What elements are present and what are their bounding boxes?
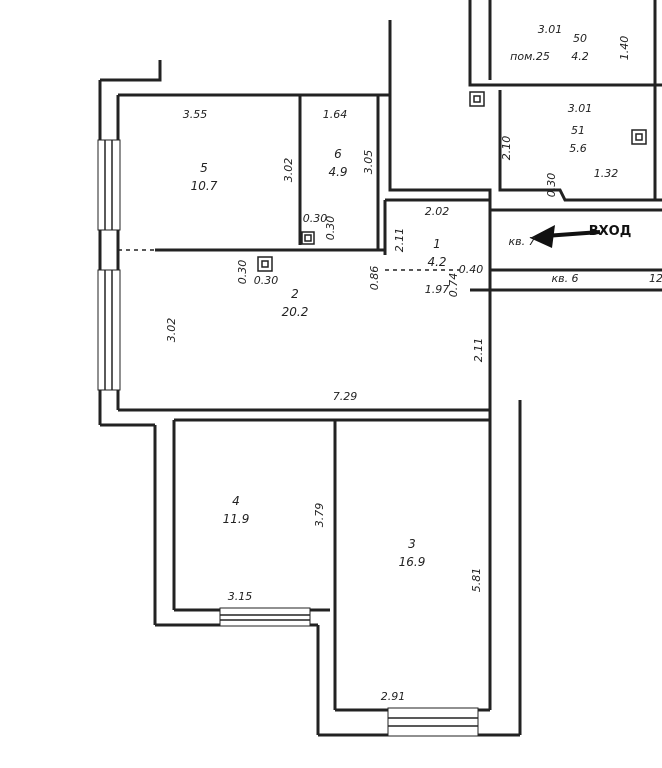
- dim-r51-height: 2.10: [500, 136, 513, 161]
- room-5-number: 5: [200, 161, 208, 175]
- dim-r1-height: 2.11: [393, 228, 406, 253]
- dim-r5-width: 3.55: [183, 108, 208, 121]
- dim-040: 0.40: [459, 263, 484, 276]
- room-4-number: 4: [232, 494, 240, 508]
- room-50-number: 50: [573, 32, 587, 45]
- dim-030-a: 0.30: [236, 260, 249, 285]
- dim-030-c: 0.30: [303, 212, 328, 225]
- room-1-area: 4.2: [427, 255, 446, 269]
- dim-r3-width: 2.91: [381, 690, 406, 703]
- apartment-6-label: кв. 6: [551, 272, 578, 285]
- dim-r2-right: 2.11: [472, 338, 485, 363]
- entrance-label: ВХОД: [589, 224, 632, 239]
- dim-r1-bottom: 1.97: [425, 283, 450, 296]
- dim-r51-width: 3.01: [568, 102, 593, 115]
- room-2-number: 2: [291, 287, 299, 301]
- room-1-number: 1: [433, 237, 441, 251]
- dim-r6-width: 1.64: [323, 108, 348, 121]
- dim-030-b: 0.30: [254, 274, 279, 287]
- room-4-area: 11.9: [223, 512, 250, 526]
- room-25-label: пом.25: [510, 50, 550, 63]
- room-50-area: 4.2: [571, 50, 589, 63]
- dim-r3-height: 5.81: [470, 568, 483, 593]
- dim-r5-height: 3.02: [282, 158, 295, 183]
- dim-r4-height: 3.79: [313, 503, 326, 528]
- apartment-7-label: кв. 7: [508, 235, 535, 248]
- shafts: [257, 91, 647, 272]
- room-3-area: 16.9: [399, 555, 426, 569]
- room-5-area: 10.7: [191, 179, 218, 193]
- windows: [97, 139, 479, 737]
- dim-030-e: 0.30: [545, 173, 558, 198]
- dim-030-d: 0.30: [324, 216, 337, 241]
- room-6-area: 4.9: [328, 165, 347, 179]
- room-51-area: 5.6: [569, 142, 587, 155]
- dim-12: 12: [649, 272, 662, 285]
- dim-086: 0.86: [368, 266, 381, 291]
- room-6-number: 6: [334, 147, 342, 161]
- dim-r2-width: 7.29: [333, 390, 358, 403]
- dim-r51-bottom: 1.32: [594, 167, 619, 180]
- room-2-area: 20.2: [282, 305, 309, 319]
- dim-r4-width: 3.15: [228, 590, 253, 603]
- dim-r50-height: 1.40: [618, 36, 631, 61]
- entrance-arrow-icon: [530, 225, 601, 248]
- dim-r50-width: 3.01: [538, 23, 563, 36]
- dim-r6-height: 3.05: [362, 150, 375, 175]
- dim-r1-width: 2.02: [425, 205, 450, 218]
- room-3-number: 3: [408, 537, 416, 551]
- dim-r2-height: 3.02: [165, 318, 178, 343]
- room-51-number: 51: [571, 124, 585, 137]
- dim-074: 0.74: [447, 273, 460, 298]
